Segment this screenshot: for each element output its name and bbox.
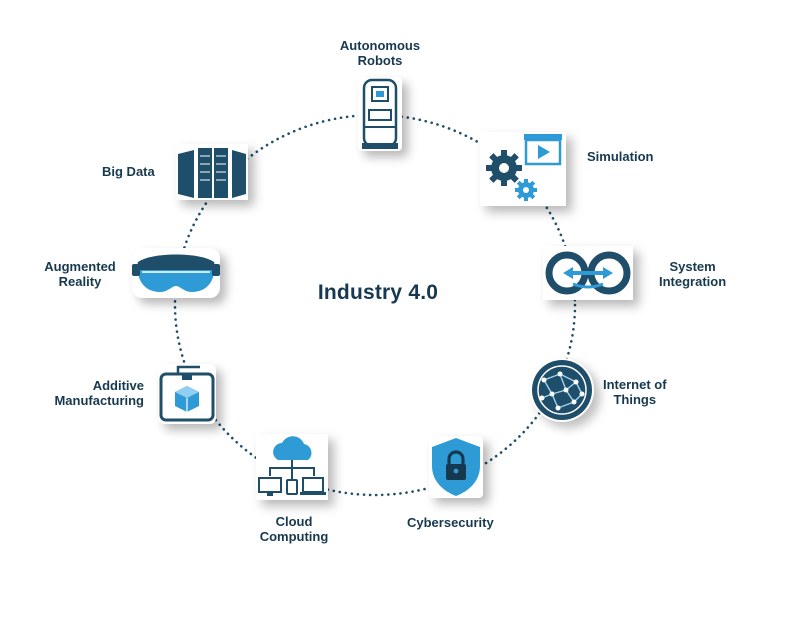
shield-lock-icon bbox=[429, 436, 483, 498]
cloud-devices-icon bbox=[256, 434, 328, 500]
label-big-data: Big Data bbox=[102, 164, 155, 179]
3d-printer-icon bbox=[158, 364, 216, 424]
gears-video-icon bbox=[480, 132, 566, 206]
label-cybersecurity: Cybersecurity bbox=[407, 515, 494, 530]
label-augmented-reality: Augmented Reality bbox=[44, 259, 116, 289]
label-simulation: Simulation bbox=[587, 149, 654, 164]
label-autonomous-robots: Autonomous Robots bbox=[339, 38, 421, 68]
linked-arrows-icon bbox=[543, 246, 633, 300]
diagram-title: Industry 4.0 bbox=[317, 281, 439, 304]
network-globe-icon bbox=[530, 358, 594, 422]
vr-headset-icon bbox=[132, 248, 220, 298]
label-system-integration: System Integration bbox=[659, 259, 727, 289]
robot-vehicle-icon bbox=[358, 77, 402, 151]
label-internet-of-things: Internet of Things bbox=[603, 377, 667, 407]
label-cloud-computing: Cloud Computing bbox=[259, 514, 329, 544]
label-additive-manufacturing: Additive Manufacturing bbox=[54, 378, 144, 408]
server-racks-icon bbox=[176, 144, 248, 200]
